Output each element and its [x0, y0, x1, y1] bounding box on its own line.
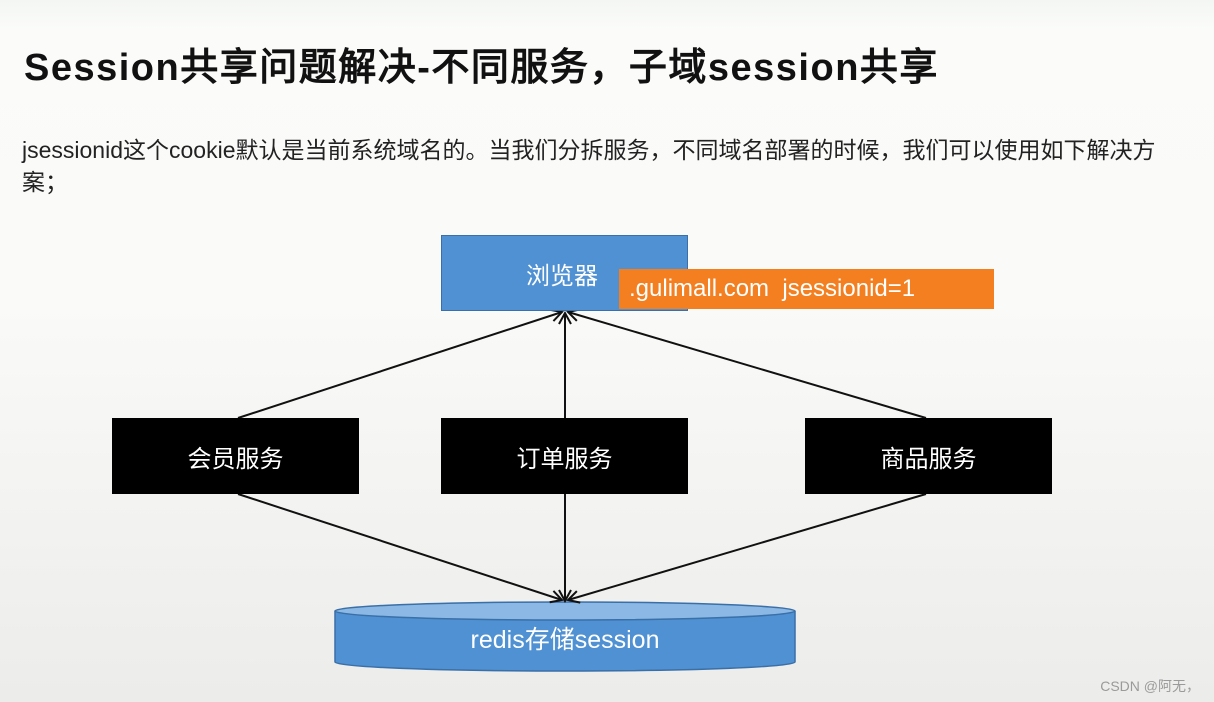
slide-title: Session共享问题解决-不同服务，子域session共享	[24, 47, 939, 89]
edge-product-to-redis	[568, 493, 927, 600]
redis-cylinder	[334, 601, 796, 672]
product-service-node: 商品服务	[805, 418, 1052, 494]
member-service-node: 会员服务	[112, 418, 359, 494]
redis-node-label: redis存储session	[470, 626, 660, 654]
edge-member-to-browser	[237, 312, 562, 419]
edge-product-to-browser	[568, 312, 927, 419]
edge-member-to-redis	[237, 493, 562, 600]
watermark: CSDN @阿无，	[1100, 678, 1200, 694]
cookie-label: .gulimall.com jsessionid=1	[619, 269, 994, 309]
order-service-node: 订单服务	[441, 418, 688, 494]
slide-description: jsessionid这个cookie默认是当前系统域名的。当我们分拆服务，不同域…	[22, 137, 1156, 195]
